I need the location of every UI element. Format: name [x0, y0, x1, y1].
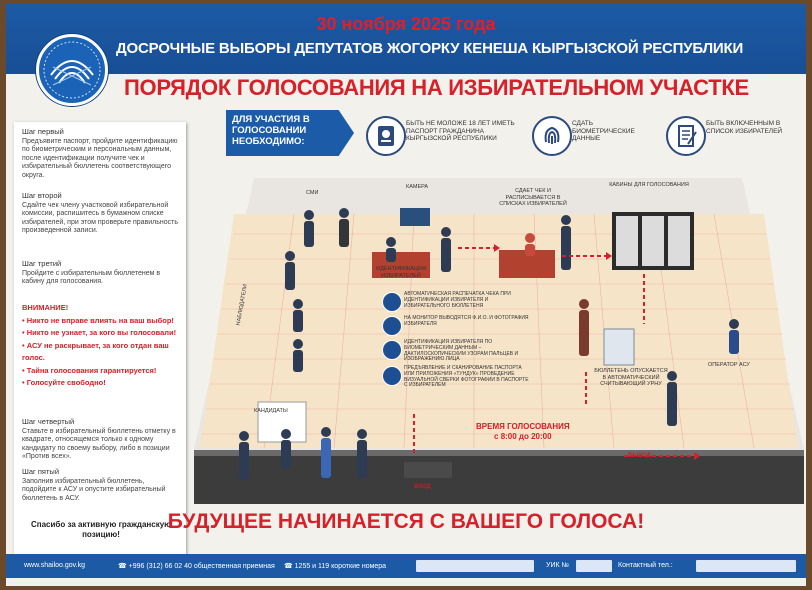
step-heading: Шаг второй: [22, 191, 62, 200]
requirement-biometrics: СДАТЬ БИОМЕТРИЧЕСКИЕ ДАННЫЕ: [532, 114, 662, 156]
footer-uik-field: [576, 560, 612, 572]
info-text: АВТОМАТИЧЕСКАЯ РАСПЕЧАТКА ЧЕКА ПРИ ИДЕНТ…: [404, 291, 511, 309]
voting-time: ВРЕМЯ ГОЛОСОВАНИЯ с 8:00 до 20:00: [476, 422, 570, 442]
monitor-icon: [382, 316, 402, 336]
fingerprint-icon: [382, 340, 402, 360]
voting-time-title: ВРЕМЯ ГОЛОСОВАНИЯ: [476, 422, 570, 431]
label-camera: КАМЕРА: [406, 184, 429, 190]
requirement-text: БЫТЬ ВКЛЮЧЕННЫМ В СПИСОК ИЗБИРАТЕЛЕЙ: [706, 120, 783, 135]
printer-icon: [382, 292, 402, 312]
warning-item: • АСУ не раскрывает, за кого отдан ваш г…: [22, 340, 169, 363]
footer-site: www.shailoo.gov.kg: [24, 562, 85, 569]
footer-contact: Контактный тел.:: [618, 562, 673, 569]
info-item: ПРЕДЪЯВЛЕНИЕ И СКАНИРОВАНИЕ ПАСПОРТА ИЛИ…: [382, 365, 532, 388]
entrance-gate: [404, 462, 452, 478]
header-band: [6, 4, 806, 74]
label-exit: ВЫХОД: [628, 453, 651, 459]
step-text: Заполнив избирательный бюллетень, подойд…: [22, 477, 166, 502]
step-heading: Шаг первый: [22, 127, 64, 136]
polling-station-illustration: [194, 178, 804, 504]
step-2: Шаг второй Сдайте чек члену участковой и…: [22, 191, 180, 236]
label-entrance: ВХОД: [414, 484, 431, 490]
step-text: Предъявите паспорт, пройдите идентификац…: [22, 137, 178, 179]
requirements-label: ДЛЯ УЧАСТИЯ В ГОЛОСОВАНИИ НЕОБХОДИМО:: [226, 110, 354, 156]
thanks-text: Спасибо за активную гражданскую позицию!: [31, 520, 171, 539]
label-ballot-drop: БЮЛЛЕТЕНЬ ОПУСКАЕТСЯ В АВТОМАТИЧЕСКИЙ СЧ…: [594, 368, 668, 387]
info-text: ПРЕДЪЯВЛЕНИЕ И СКАНИРОВАНИЕ ПАСПОРТА ИЛИ…: [404, 365, 529, 389]
step-4: Шаг четвертый Ставьте в избирательный бю…: [22, 417, 180, 462]
footer-uik: УИК №: [546, 562, 570, 569]
poster: 30 ноября 2025 года ДОСРОЧНЫЕ ВЫБОРЫ ДЕП…: [6, 4, 806, 586]
step-heading: Шаг четвертый: [22, 417, 75, 426]
label-operator: ОПЕРАТОР АСУ: [708, 362, 750, 368]
cec-logo: [36, 34, 108, 106]
voting-time-value: с 8:00 до 20:00: [494, 432, 552, 441]
voter-list-icon: [666, 116, 706, 156]
steps-panel: Шаг первый Предъявите паспорт, пройдите …: [14, 122, 186, 558]
label-media: СМИ: [306, 190, 319, 196]
footer-blank-field: [416, 560, 534, 572]
label-identification: ИДЕНТИФИКАЦИЯ ИЗБИРАТЕЛЕЙ: [376, 266, 426, 279]
info-item: АВТОМАТИЧЕСКАЯ РАСПЕЧАТКА ЧЕКА ПРИ ИДЕНТ…: [382, 291, 532, 312]
flow-arrows: [413, 247, 694, 457]
requirement-age-passport: БЫТЬ НЕ МОЛОЖЕ 18 ЛЕТ ИМЕТЬ ПАСПОРТ ГРАЖ…: [366, 114, 526, 156]
warning-item: • Никто не вправе влиять на ваш выбор!: [22, 315, 174, 325]
camera-monitor: [400, 208, 430, 226]
step-5: Шаг пятый Заполнив избирательный бюллете…: [22, 467, 180, 503]
requirement-text: БЫТЬ НЕ МОЛОЖЕ 18 ЛЕТ ИМЕТЬ ПАСПОРТ ГРАЖ…: [406, 120, 515, 143]
warning-item: • Тайна голосования гарантируется!: [22, 365, 157, 375]
election-title: ДОСРОЧНЫЕ ВЫБОРЫ ДЕПУТАТОВ ЖОГОРКУ КЕНЕШ…: [116, 40, 744, 57]
floor-grid: [202, 213, 796, 449]
requirement-voter-list: БЫТЬ ВКЛЮЧЕННЫМ В СПИСОК ИЗБИРАТЕЛЕЙ: [666, 114, 790, 156]
requirement-text: СДАТЬ БИОМЕТРИЧЕСКИЕ ДАННЫЕ: [572, 120, 635, 143]
footer-short-numbers: ☎ 1255 и 119 короткие номера: [284, 563, 387, 570]
label-booths: КАБИНЫ ДЛЯ ГОЛОСОВАНИЯ: [609, 182, 689, 188]
footer-contact-field: [696, 560, 796, 572]
requirements-band: ДЛЯ УЧАСТИЯ В ГОЛОСОВАНИИ НЕОБХОДИМО: БЫ…: [226, 108, 790, 160]
info-text: НА МОНИТОР ВЫВОДЯТСЯ Ф.И.О. И ФОТОГРАФИЯ…: [404, 315, 529, 327]
info-text: ИДЕНТИФИКАЦИЯ ИЗБИРАТЕЛЯ ПО БИОМЕТРИЧЕСК…: [404, 339, 519, 363]
page-title: ПОРЯДОК ГОЛОСОВАНИЯ НА ИЗБИРАТЕЛЬНОМ УЧА…: [124, 75, 749, 100]
fingerprint-icon: [532, 116, 572, 156]
floor-edge: [194, 450, 804, 504]
warning-item: • Голосуйте свободно!: [22, 378, 106, 387]
label-hand-check: СДАЕТ ЧЕК И РАСПИСЫВАЕТСЯ В СПИСКАХ ИЗБИ…: [499, 188, 567, 207]
warning-item: • Никто не узнает, за кого вы голосовали…: [22, 328, 177, 337]
label-candidates: КАНДИДАТЫ: [254, 408, 288, 414]
step-heading: Шаг третий: [22, 259, 62, 268]
footer: www.shailoo.gov.kg ☎ +996 (312) 66 02 40…: [6, 554, 806, 578]
step-text: Пройдите с избирательным бюллетенем в ка…: [22, 269, 161, 286]
room-floor: [200, 214, 798, 448]
step-3: Шаг третий Пройдите с избирательным бюлл…: [22, 259, 180, 287]
election-date: 30 ноября 2025 года: [316, 14, 496, 34]
people: [239, 208, 739, 480]
step-text: Ставьте в избирательный бюллетень отметк…: [22, 427, 176, 461]
step-heading: Шаг пятый: [22, 467, 60, 476]
warning-block: ВНИМАНИЕ! • Никто не вправе влиять на ва…: [22, 302, 184, 390]
info-item: НА МОНИТОР ВЫВОДЯТСЯ Ф.И.О. И ФОТОГРАФИЯ…: [382, 315, 532, 336]
passport-scan-icon: [382, 366, 402, 386]
passport-icon: [366, 116, 406, 156]
step-text: Сдайте чек члену участковой избирательно…: [22, 201, 179, 235]
warning-title: ВНИМАНИЕ!: [22, 303, 69, 312]
footer-phone: ☎ +996 (312) 66 02 40 общественная прием…: [118, 563, 275, 570]
info-item: ИДЕНТИФИКАЦИЯ ИЗБИРАТЕЛЯ ПО БИОМЕТРИЧЕСК…: [382, 339, 532, 362]
step-1: Шаг первый Предъявите паспорт, пройдите …: [22, 127, 180, 181]
identification-desk: [372, 252, 430, 278]
slogan: БУДУЩЕЕ НАЧИНАЕТСЯ С ВАШЕГО ГОЛОСА!: [167, 510, 645, 533]
ballot-box: [603, 328, 635, 366]
